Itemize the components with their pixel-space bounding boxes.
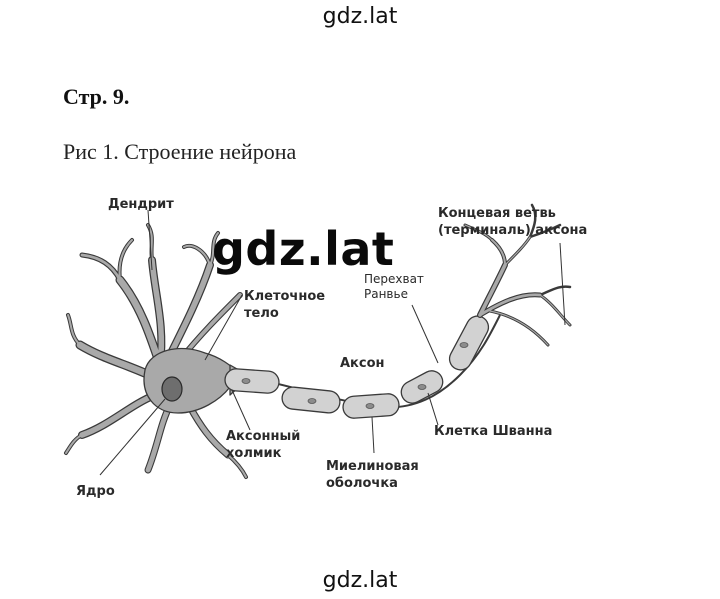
nucleus [161,376,183,402]
label-axon: Аксон [340,356,385,371]
leader-terminal [559,242,566,326]
dendrite-branch [79,252,123,283]
leader-lines [99,209,566,476]
leader-axon-hillock [231,389,251,431]
leader-schwann [427,392,439,426]
figure-caption: Рис 1. Строение нейрона [63,139,297,164]
leader-myelin [371,416,375,454]
schwann-nuclei [241,342,469,409]
diagram-watermark: gdz.lat [212,222,395,276]
label-nucleus: Ядро [76,484,115,499]
label-dendrite: Дендрит [108,197,174,212]
watermark-top: gdz.lat [322,4,398,29]
schwann-cell [448,315,490,371]
label-myelin-sheath: Миелиновая оболочка [326,459,419,491]
label-axon-terminal: Концевая ветвь (терминаль) аксона [438,206,588,238]
schwann-cell [224,368,280,394]
label-node-of-ranvier: Перехват Ранвье [364,272,424,301]
leader-dendrite [147,209,153,271]
leader-ranvier [411,304,439,364]
neuron-diagram [64,203,572,479]
leader-nucleus [99,398,166,476]
label-cell-body: Клеточное тело [244,289,326,321]
leader-cell-body [204,294,243,361]
neuron-soma-and-dendrites [64,223,256,479]
axon-terminal [463,203,572,347]
watermark-bottom: gdz.lat [322,568,398,593]
label-axon-hillock: Аксонный холмик [226,429,301,461]
label-schwann-cell: Клетка Шванна [434,424,553,439]
page-number: Стр. 9. [63,84,130,109]
